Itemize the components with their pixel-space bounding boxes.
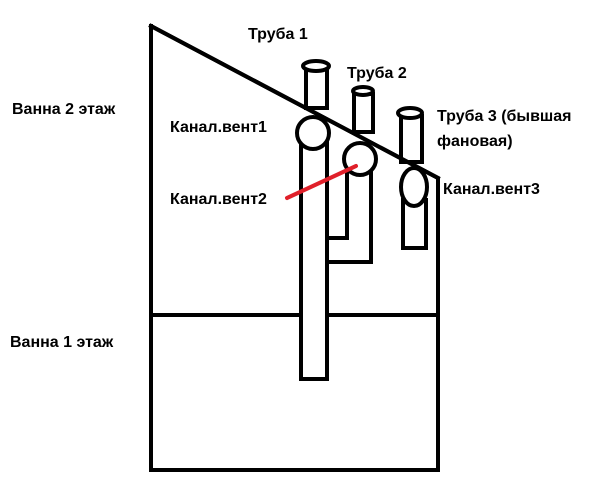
label-pipe-2: Труба 2 [347,65,407,82]
vent-channel-2-tube-right [327,170,373,264]
label-pipe-3-line-2: фановая) [437,133,513,150]
vent-channel-1-circle [295,115,331,151]
label-floor-2: Ванна 2 этаж [12,101,116,118]
label-vent-2: Канал.вент2 [170,191,267,208]
vent-channel-3-circle [399,166,429,208]
label-floor-1: Ванна 1 этаж [10,334,114,351]
pipe-1-cap [301,59,331,73]
building-outline [148,23,440,472]
label-vent-1: Канал.вент1 [170,119,267,136]
pipe-3-cap [396,106,424,120]
pipe-1 [304,66,329,110]
vent-channel-1-tube [299,141,329,381]
vent-channel-2-tube [327,168,349,240]
label-pipe-3-line-1: Труба 3 (бывшая [437,108,571,125]
label-pipe-1: Труба 1 [248,26,308,43]
label-vent-3: Канал.вент3 [443,181,540,198]
vent-2-pointer-line [285,164,358,200]
pipe-3 [399,114,424,164]
roof-line [148,23,441,181]
pipe-2 [352,92,375,134]
pipe-2-cap [351,85,375,97]
